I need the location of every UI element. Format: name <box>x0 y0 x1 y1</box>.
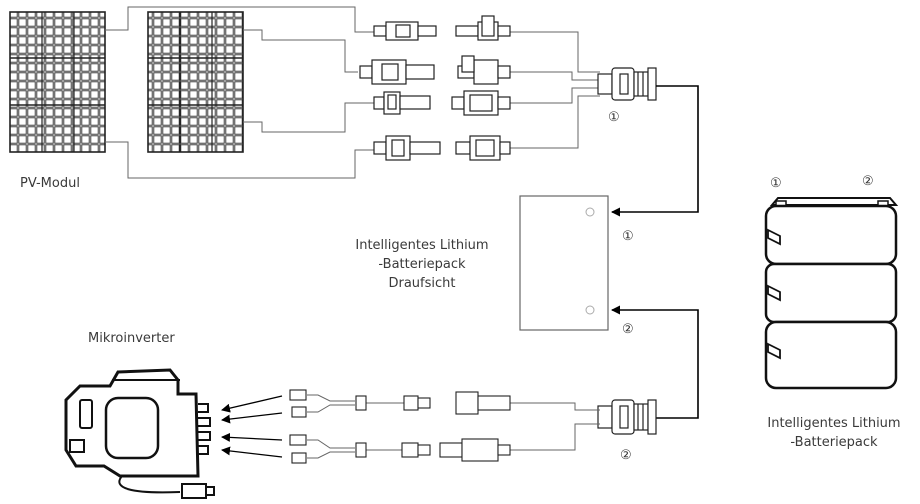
port-marker-2-bottom-plug: ② <box>620 448 632 463</box>
battery-line-1: Intelligentes Lithium <box>767 416 901 431</box>
port-marker-1-top-plug: ① <box>608 110 620 125</box>
port-marker-2-battery: ② <box>862 174 874 189</box>
solar-panel-right <box>147 11 244 153</box>
top-view-line-1: Intelligentes Lithium <box>355 238 489 253</box>
battery-line-2: -Batteriepack <box>790 435 878 450</box>
pv-cables <box>105 6 600 179</box>
top-view-line-2: -Batteriepack <box>378 257 466 272</box>
solar-panel-left <box>9 11 106 153</box>
pv-module-label: PV-Modul <box>20 176 80 191</box>
aviation-plug-bottom <box>597 399 657 435</box>
mc4-connector-pair-3 <box>373 90 511 116</box>
microinverter-device <box>64 368 215 499</box>
battery-pack <box>764 197 899 390</box>
microinverter-label: Mikroinverter <box>88 331 175 346</box>
battery-pack-label: Intelligentes Lithium -Batteriepack <box>750 414 918 452</box>
y-connectors <box>289 389 511 464</box>
top-view-line-3: Draufsicht <box>388 276 456 291</box>
port-marker-1-battery: ① <box>770 176 782 191</box>
port-marker-2-top-view: ② <box>622 322 634 337</box>
inverter-arrows <box>221 395 283 458</box>
battery-top-view <box>519 195 609 331</box>
aviation-plug-top <box>597 67 657 101</box>
port-marker-1-top-view: ① <box>622 229 634 244</box>
battery-top-view-label: Intelligentes Lithium -Batteriepack Drau… <box>322 236 522 293</box>
mc4-connector-pair-2 <box>359 55 511 85</box>
mc4-connector-pair-4 <box>373 135 511 161</box>
leader-lines <box>611 85 699 419</box>
mc4-connector-pair-1 <box>373 15 511 41</box>
